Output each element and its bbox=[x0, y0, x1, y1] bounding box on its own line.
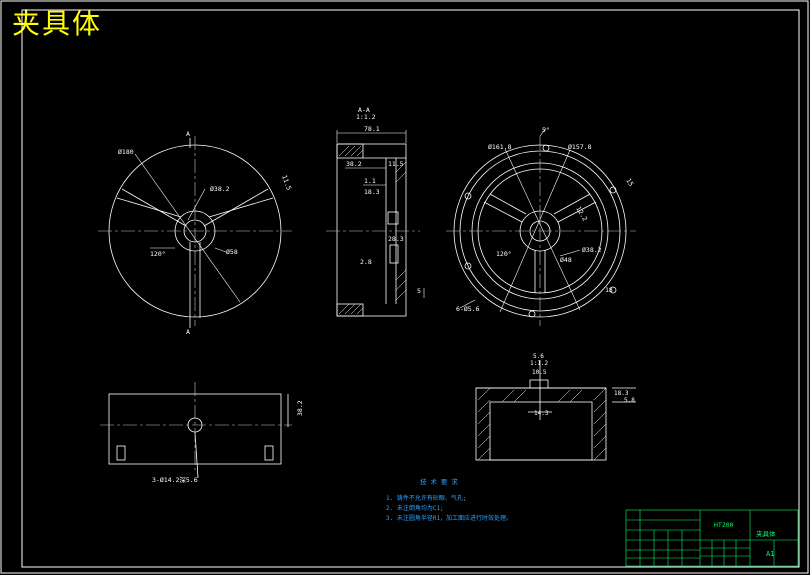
front-dim-angle: 120° bbox=[150, 250, 166, 258]
section-title: A-A bbox=[358, 106, 370, 114]
section-scale: 1:1.2 bbox=[356, 113, 376, 121]
title-block bbox=[625, 509, 799, 567]
bolt-hole-3 bbox=[609, 286, 617, 294]
right-spokes bbox=[483, 193, 597, 293]
detail-dim-a: 5.6 bbox=[533, 353, 544, 360]
section-view bbox=[336, 143, 407, 317]
right-dim-bore: Ø48 bbox=[560, 256, 572, 264]
title-block-sheet-size: A1 bbox=[766, 550, 774, 558]
drawing-title: 夹具体 bbox=[12, 7, 103, 40]
detail-dim-d: 18.3 bbox=[614, 390, 629, 397]
right-dim-rim: Ø157.8 bbox=[568, 143, 592, 151]
right-dim-hub: Ø38.2 bbox=[582, 246, 602, 254]
detail-view bbox=[475, 360, 636, 461]
section-dim-g: 5 bbox=[417, 287, 421, 295]
bolt-hole-4 bbox=[528, 310, 536, 318]
title-block-material: HT200 bbox=[714, 521, 734, 529]
section-dim-b: 11.5 bbox=[388, 160, 404, 168]
section-hatching bbox=[338, 145, 407, 315]
inner-frame bbox=[21, 9, 800, 568]
bottom-left-view bbox=[108, 393, 289, 479]
section-dim-d: 18.3 bbox=[364, 188, 380, 196]
detail-dim-e: 5.8 bbox=[624, 397, 635, 404]
section-dim-lines bbox=[336, 130, 425, 298]
right-dim-pcd: Ø161.8 bbox=[488, 143, 512, 151]
section-dim-e: 28.3 bbox=[388, 235, 404, 243]
bottom-left-centerline bbox=[100, 382, 292, 470]
detail-dim-b: 10.5 bbox=[532, 369, 547, 376]
bolt-hole-6 bbox=[464, 192, 472, 200]
detail-hatching bbox=[477, 387, 607, 461]
right-dim-15: 15 bbox=[624, 177, 635, 188]
front-dim-diameter-inner: Ø58 bbox=[226, 248, 238, 256]
front-dim-diameter-bore: Ø38.2 bbox=[210, 185, 230, 193]
bolt-hole-1 bbox=[542, 144, 550, 152]
front-dim-lines bbox=[134, 153, 241, 303]
front-slots bbox=[116, 188, 274, 318]
right-centerlines bbox=[446, 136, 636, 326]
front-centerlines bbox=[98, 136, 292, 326]
section-dim-width: 78.1 bbox=[364, 125, 380, 133]
front-section-mark-top: A bbox=[186, 130, 190, 138]
right-dim-holes: 6-Ø5.6 bbox=[456, 305, 480, 313]
notes-item-2: 2. 未注倒角均为C1; bbox=[386, 504, 444, 512]
title-block-part-name: 夹具体 bbox=[756, 529, 776, 538]
section-dim-a: 38.2 bbox=[346, 160, 362, 168]
bottom-left-dim-height: 38.2 bbox=[296, 400, 304, 416]
right-dim-18: 18 bbox=[605, 286, 613, 294]
detail-dim-c: 14.3 bbox=[534, 410, 549, 417]
notes-heading: 技 术 要 求 bbox=[420, 477, 458, 486]
section-dim-f: 2.8 bbox=[360, 258, 372, 266]
right-dim-12: 12.2 bbox=[574, 205, 589, 223]
bolt-hole-5 bbox=[464, 262, 472, 270]
front-dim-slot-width: 11.5 bbox=[280, 174, 293, 192]
section-dim-c: 1.1 bbox=[364, 177, 376, 185]
front-dim-diameter-outer: Ø180 bbox=[118, 148, 134, 156]
right-dim-lines bbox=[459, 127, 581, 313]
front-section-mark-bottom: A bbox=[186, 328, 190, 336]
right-dim-small-angle: 5° bbox=[542, 126, 550, 134]
bolt-hole-2 bbox=[609, 186, 617, 194]
detail-scale: 1:1.2 bbox=[530, 360, 548, 367]
notes-item-1: 1. 铸件不允许有砂眼、气孔; bbox=[386, 494, 466, 502]
bottom-left-callout: 3-Ø14.2深5.6 bbox=[152, 475, 198, 484]
right-dim-angle: 120° bbox=[496, 250, 512, 258]
notes-item-3: 3. 未注圆角半径R1，加工面应进行时效处理。 bbox=[386, 514, 512, 522]
